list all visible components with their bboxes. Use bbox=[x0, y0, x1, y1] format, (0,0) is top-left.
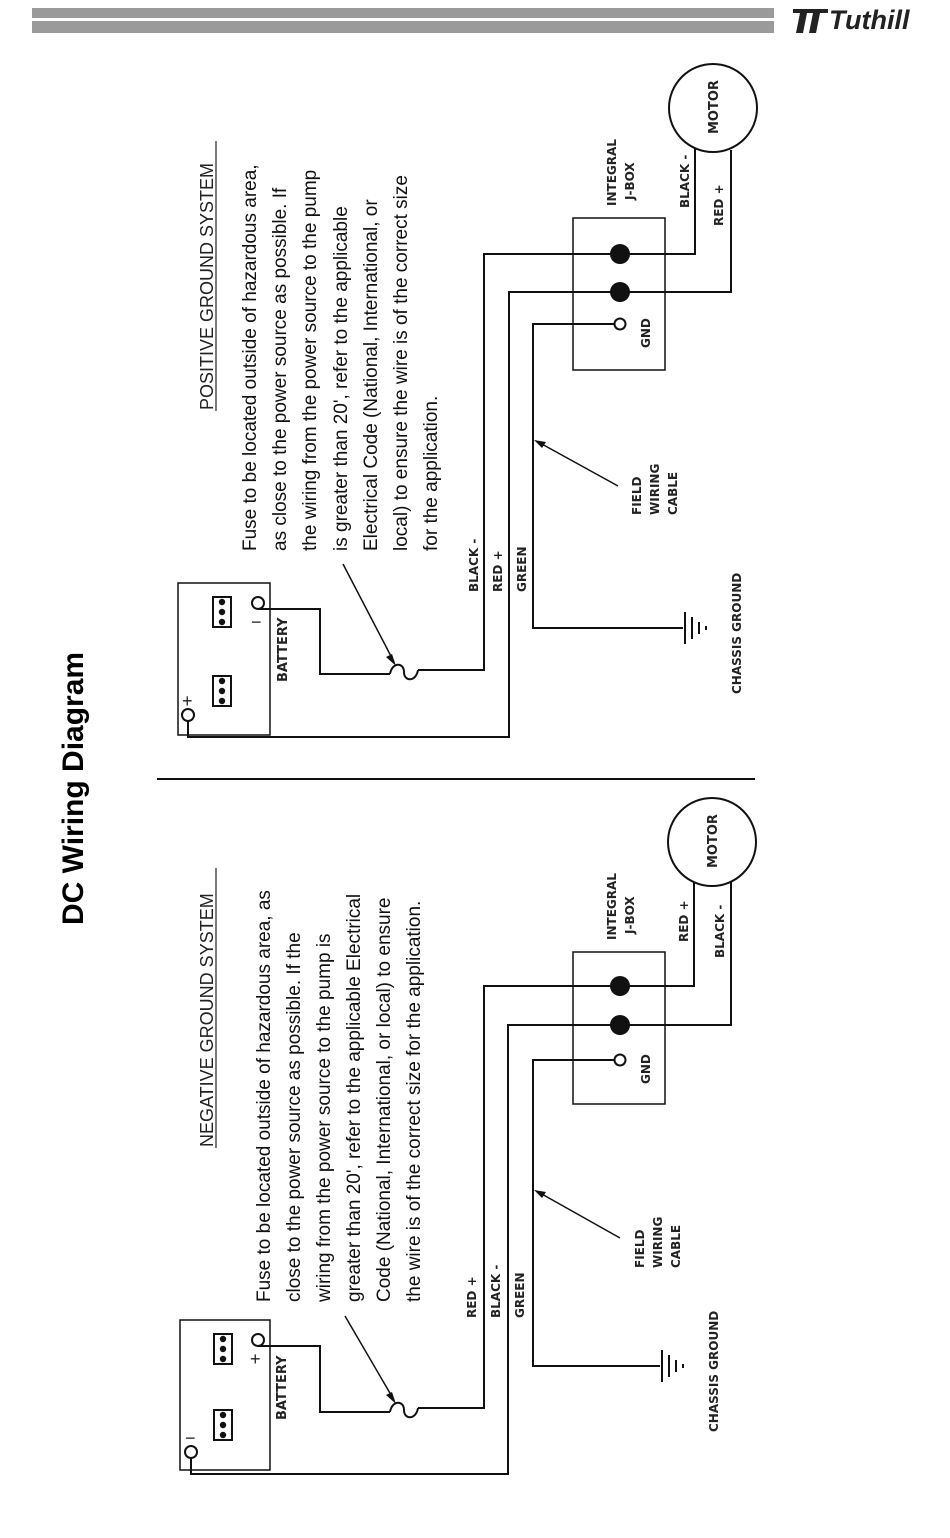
positive-motor-black-wire bbox=[620, 147, 696, 255]
positive-green-cable-wire bbox=[532, 323, 683, 629]
positive-jbox-label-line-1: INTEGRAL bbox=[605, 139, 619, 206]
positive-note-line-6: local) to ensure the wire is of the corr… bbox=[391, 175, 412, 551]
positive-field-cable-line-2: WIRING bbox=[648, 464, 662, 515]
negative-jbox-terminal-gnd bbox=[613, 1053, 627, 1067]
negative-integral-jbox: GND INTEGRAL J-BOX bbox=[572, 873, 666, 1105]
negative-jbox-gnd-label: GND bbox=[639, 1054, 653, 1084]
positive-jbox-label-line-2: J-BOX bbox=[623, 162, 637, 201]
positive-field-cable-leader bbox=[539, 442, 619, 487]
positive-fuse-leader bbox=[342, 563, 395, 663]
negative-note-line-3: wiring from the power source to the pump… bbox=[314, 933, 335, 1303]
negative-jbox-label-line-2: J-BOX bbox=[623, 896, 637, 935]
negative-field-cable-line-1: FIELD bbox=[633, 1229, 647, 1268]
page-title: DC Wiring Diagram bbox=[57, 652, 90, 925]
negative-battery-case bbox=[179, 1319, 271, 1471]
tuthill-logo: Tuthill bbox=[793, 5, 910, 35]
positive-fuse-icon bbox=[389, 663, 419, 681]
negative-field-cable-line-3: CABLE bbox=[669, 1225, 683, 1268]
positive-note-line-1: Fuse to be located outside of hazardous … bbox=[240, 164, 261, 551]
negative-note-line-6: the wire is of the correct size for the … bbox=[404, 901, 425, 1302]
negative-cable-green-label: GREEN bbox=[513, 1272, 527, 1318]
negative-heading: NEGATIVE GROUND SYSTEM bbox=[197, 893, 217, 1147]
negative-motor-label: MOTOR bbox=[706, 814, 721, 868]
negative-jbox-label-line-1: INTEGRAL bbox=[605, 873, 619, 940]
header-bar-stripe bbox=[32, 18, 774, 21]
positive-cable-black-label: BLACK - bbox=[467, 539, 481, 592]
negative-cable-red-label: RED + bbox=[465, 1276, 479, 1318]
negative-cable-black-label: BLACK - bbox=[489, 1265, 503, 1318]
positive-note-line-7: for the application. bbox=[421, 396, 442, 551]
negative-red-cable-wire bbox=[418, 985, 620, 1409]
header: Tuthill bbox=[32, 5, 910, 35]
negative-battery-to-fuse-wire bbox=[258, 1345, 390, 1413]
positive-heading: POSITIVE GROUND SYSTEM bbox=[197, 163, 217, 410]
positive-cable-green-label: GREEN bbox=[515, 546, 529, 592]
negative-motor-red-label: RED + bbox=[677, 900, 691, 942]
positive-battery-minus-terminal bbox=[251, 596, 265, 610]
positive-motor-black-label: BLACK - bbox=[678, 155, 692, 208]
negative-note-line-4: greater than 20', refer to the applicabl… bbox=[344, 894, 365, 1302]
positive-battery-minus-sign: − bbox=[251, 612, 262, 632]
positive-battery-case bbox=[177, 582, 271, 736]
negative-battery-minus-sign: − bbox=[185, 1428, 196, 1448]
positive-chassis-ground-label: CHASSIS GROUND bbox=[730, 573, 744, 694]
positive-field-cable-line-3: CABLE bbox=[666, 472, 680, 515]
negative-green-cable-wire bbox=[532, 1059, 660, 1367]
negative-fuse-icon bbox=[389, 1401, 419, 1419]
positive-motor-label: MOTOR bbox=[707, 80, 722, 134]
negative-battery-label: BATTERY bbox=[275, 1355, 290, 1420]
positive-note-line-2: as close to the power source as possible… bbox=[270, 187, 291, 551]
negative-ground-system: NEGATIVE GROUND SYSTEM Fuse to be locate… bbox=[179, 797, 757, 1475]
negative-note-line-1: Fuse to be located outside of hazardous … bbox=[254, 890, 275, 1302]
negative-battery-plus-sign: + bbox=[250, 1349, 261, 1369]
negative-black-cable-wire bbox=[190, 1024, 620, 1475]
brand-name: Tuthill bbox=[829, 5, 910, 35]
negative-motor-icon bbox=[667, 797, 757, 887]
positive-ground-system: POSITIVE GROUND SYSTEM Fuse to be locate… bbox=[177, 63, 758, 738]
negative-field-cable-line-2: WIRING bbox=[651, 1217, 665, 1268]
positive-cable-red-label: RED + bbox=[491, 550, 505, 592]
positive-field-cable-line-1: FIELD bbox=[630, 476, 644, 515]
positive-battery: − + BATTERY bbox=[177, 582, 291, 736]
positive-chassis-ground: CHASSIS GROUND bbox=[684, 573, 744, 694]
negative-motor-black-label: BLACK - bbox=[713, 905, 727, 958]
positive-jbox-case bbox=[572, 217, 666, 371]
positive-jbox-terminal-gnd bbox=[613, 317, 627, 331]
negative-motor-red-wire bbox=[620, 880, 695, 987]
negative-field-cable-leader bbox=[539, 1192, 621, 1239]
positive-note-line-4: is greater than 20', refer to the applic… bbox=[331, 206, 352, 551]
positive-fuse-note: Fuse to be located outside of hazardous … bbox=[240, 164, 442, 551]
negative-chassis-ground: CHASSIS GROUND bbox=[661, 1311, 721, 1432]
negative-note-line-2: close to the power source as possible. I… bbox=[284, 932, 305, 1302]
positive-jbox-gnd-label: GND bbox=[639, 318, 653, 348]
positive-motor-red-label: RED + bbox=[712, 184, 726, 226]
negative-fuse-leader-arrow-icon bbox=[386, 1392, 396, 1404]
positive-motor-icon bbox=[668, 63, 758, 153]
positive-red-cable-wire bbox=[187, 291, 620, 738]
negative-fuse-leader bbox=[344, 1315, 395, 1401]
negative-jbox-case bbox=[572, 951, 666, 1105]
negative-battery: + − BATTERY bbox=[179, 1319, 290, 1471]
positive-battery-label: BATTERY bbox=[276, 617, 291, 682]
positive-note-line-3: the wiring from the power source to the … bbox=[300, 170, 321, 551]
positive-battery-to-fuse-wire bbox=[258, 608, 390, 675]
negative-note-line-5: Code (National, International, or local)… bbox=[374, 897, 395, 1302]
negative-field-cable-arrow-icon bbox=[534, 1190, 546, 1198]
positive-battery-plus-sign: + bbox=[182, 691, 193, 711]
positive-black-cable-wire bbox=[418, 253, 620, 671]
negative-chassis-ground-label: CHASSIS GROUND bbox=[707, 1311, 721, 1432]
positive-field-cable-arrow-icon bbox=[534, 440, 546, 448]
negative-fuse-note: Fuse to be located outside of hazardous … bbox=[254, 890, 425, 1303]
negative-motor-black-wire bbox=[620, 882, 732, 1026]
positive-note-line-5: Electrical Code (National, International… bbox=[361, 199, 382, 551]
negative-battery-plus-terminal bbox=[251, 1333, 265, 1347]
tuthill-logo-mark-icon bbox=[793, 9, 828, 33]
positive-motor-red-wire bbox=[620, 150, 732, 293]
positive-integral-jbox: GND INTEGRAL J-BOX bbox=[572, 139, 666, 371]
positive-fuse-leader-arrow-icon bbox=[386, 654, 396, 666]
